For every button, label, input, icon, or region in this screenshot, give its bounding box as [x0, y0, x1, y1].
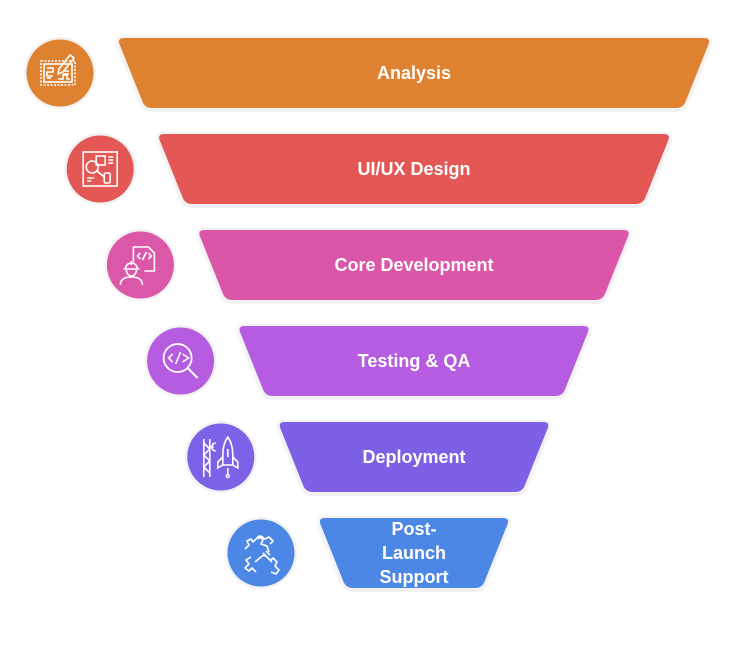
code-search-icon	[144, 325, 217, 397]
blueprint-pencil-icon	[24, 37, 96, 109]
rocket-launch-icon	[184, 421, 257, 493]
funnel-layer-6	[317, 516, 511, 590]
funnel-layer-2	[157, 132, 671, 206]
funnel-layer-4	[237, 324, 591, 398]
funnel-layer-3	[197, 228, 631, 302]
funnel-layer-5	[277, 420, 551, 494]
developer-code-icon	[104, 229, 177, 301]
funnel-layer-1	[116, 36, 712, 110]
wireframe-magnifier-icon	[64, 133, 137, 205]
handshake-support-icon	[225, 517, 297, 589]
